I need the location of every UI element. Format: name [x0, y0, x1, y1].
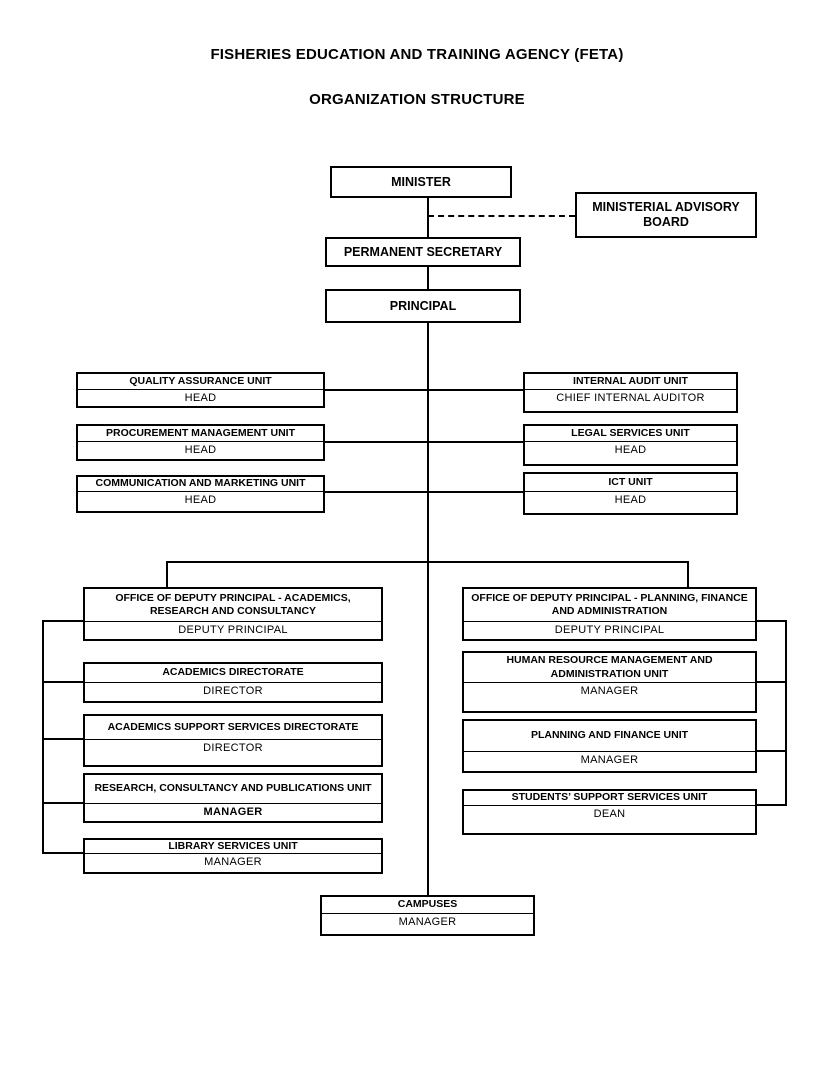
deputy-principal-academics-title: OFFICE OF DEPUTY PRINCIPAL - ACADEMICS, … — [85, 589, 381, 622]
org-node-students-support-services-unit: STUDENTS’ SUPPORT SERVICES UNIT DEAN — [462, 789, 757, 835]
connector-left-stub-academics-support — [42, 738, 85, 740]
org-node-legal-services-unit: LEGAL SERVICES UNIT HEAD — [523, 424, 738, 466]
connector-deputies-horizontal — [166, 561, 689, 563]
legal-services-title: LEGAL SERVICES UNIT — [525, 426, 736, 442]
communication-marketing-role: HEAD — [184, 494, 217, 506]
org-node-academics-directorate: ACADEMICS DIRECTORATE DIRECTOR — [83, 662, 383, 703]
communication-marketing-title: COMMUNICATION AND MARKETING UNIT — [78, 477, 323, 492]
org-node-human-resource-management-unit: HUMAN RESOURCE MANAGEMENT AND ADMINISTRA… — [462, 651, 757, 713]
connector-right-stub-hr — [755, 681, 787, 683]
org-node-planning-finance-unit: PLANNING AND FINANCE UNIT MANAGER — [462, 719, 757, 773]
planning-finance-title: PLANNING AND FINANCE UNIT — [464, 721, 755, 752]
ict-role: HEAD — [614, 494, 647, 506]
academics-directorate-title: ACADEMICS DIRECTORATE — [85, 664, 381, 683]
students-support-title: STUDENTS’ SUPPORT SERVICES UNIT — [464, 791, 755, 806]
ict-title: ICT UNIT — [525, 474, 736, 492]
principal-title: PRINCIPAL — [389, 298, 457, 313]
procurement-role: HEAD — [184, 444, 217, 456]
internal-audit-role: CHIEF INTERNAL AUDITOR — [556, 392, 705, 404]
org-node-campuses: CAMPUSES MANAGER — [320, 895, 535, 936]
connector-left-stub-research — [42, 802, 85, 804]
org-node-internal-audit-unit: INTERNAL AUDIT UNIT CHIEF INTERNAL AUDIT… — [523, 372, 738, 413]
org-node-deputy-principal-planning: OFFICE OF DEPUTY PRINCIPAL - PLANNING, F… — [462, 587, 757, 641]
deputy-principal-planning-role: DEPUTY PRINCIPAL — [554, 624, 665, 636]
org-node-ict-unit: ICT UNIT HEAD — [523, 472, 738, 515]
connector-right-rail — [785, 620, 787, 806]
students-support-role: DEAN — [593, 808, 626, 820]
procurement-title: PROCUREMENT MANAGEMENT UNIT — [78, 426, 323, 442]
org-node-communication-marketing-unit: COMMUNICATION AND MARKETING UNIT HEAD — [76, 475, 325, 513]
minister-title: MINISTER — [391, 174, 451, 189]
academics-support-role: DIRECTOR — [203, 742, 263, 754]
page-subtitle: ORGANIZATION STRUCTURE — [309, 91, 525, 108]
connector-unit-row2 — [325, 441, 523, 443]
hr-admin-title: HUMAN RESOURCE MANAGEMENT AND ADMINISTRA… — [464, 653, 755, 683]
deputy-principal-planning-title: OFFICE OF DEPUTY PRINCIPAL - PLANNING, F… — [464, 589, 755, 622]
research-publications-title: RESEARCH, CONSULTANCY AND PUBLICATIONS U… — [85, 775, 381, 804]
org-node-procurement-management-unit: PROCUREMENT MANAGEMENT UNIT HEAD — [76, 424, 325, 461]
org-node-library-services-unit: LIBRARY SERVICES UNIT MANAGER — [83, 838, 383, 874]
org-node-academics-support-services-directorate: ACADEMICS SUPPORT SERVICES DIRECTORATE D… — [83, 714, 383, 767]
ministerial-advisory-board-title: MINISTERIAL ADVISORY BOARD — [592, 200, 740, 229]
academics-directorate-role: DIRECTOR — [203, 685, 263, 697]
connector-right-stub-students — [755, 804, 787, 806]
connector-central-spine — [427, 323, 429, 895]
research-publications-role: MANAGER — [203, 806, 263, 818]
connector-left-rail — [42, 620, 44, 854]
org-node-ministerial-advisory-board: MINISTERIAL ADVISORY BOARD — [575, 192, 757, 238]
connector-drop-right-deputy — [687, 561, 689, 588]
connector-permsec-principal — [427, 267, 429, 289]
org-node-deputy-principal-academics: OFFICE OF DEPUTY PRINCIPAL - ACADEMICS, … — [83, 587, 383, 641]
connector-unit-row3 — [325, 491, 523, 493]
campuses-title: CAMPUSES — [322, 897, 533, 914]
page-title: FISHERIES EDUCATION AND TRAINING AGENCY … — [210, 46, 624, 63]
library-services-role: MANAGER — [204, 856, 262, 868]
campuses-role: MANAGER — [398, 916, 457, 928]
connector-right-stub-planning — [755, 750, 787, 752]
quality-assurance-role: HEAD — [184, 392, 217, 404]
org-node-permanent-secretary: PERMANENT SECRETARY — [325, 237, 521, 267]
hr-admin-role: MANAGER — [580, 685, 639, 697]
internal-audit-title: INTERNAL AUDIT UNIT — [525, 374, 736, 390]
org-node-research-consultancy-publications-unit: RESEARCH, CONSULTANCY AND PUBLICATIONS U… — [83, 773, 383, 823]
planning-finance-role: MANAGER — [580, 754, 639, 766]
connector-minister-permsec — [427, 198, 429, 237]
connector-dashed-advisory — [428, 215, 575, 217]
org-node-principal: PRINCIPAL — [325, 289, 521, 323]
org-node-quality-assurance-unit: QUALITY ASSURANCE UNIT HEAD — [76, 372, 325, 408]
quality-assurance-title: QUALITY ASSURANCE UNIT — [78, 374, 323, 390]
connector-unit-row1 — [325, 389, 523, 391]
connector-right-stub-deputy — [755, 620, 787, 622]
connector-left-stub-library — [42, 852, 85, 854]
connector-left-stub-academics-directorate — [42, 681, 85, 683]
connector-drop-left-deputy — [166, 561, 168, 588]
deputy-principal-academics-role: DEPUTY PRINCIPAL — [178, 624, 288, 636]
permanent-secretary-title: PERMANENT SECRETARY — [343, 244, 503, 259]
library-services-title: LIBRARY SERVICES UNIT — [85, 840, 381, 854]
legal-services-role: HEAD — [614, 444, 647, 456]
org-node-minister: MINISTER — [330, 166, 512, 198]
academics-support-title: ACADEMICS SUPPORT SERVICES DIRECTORATE — [85, 716, 381, 740]
connector-left-stub-deputy — [42, 620, 85, 622]
